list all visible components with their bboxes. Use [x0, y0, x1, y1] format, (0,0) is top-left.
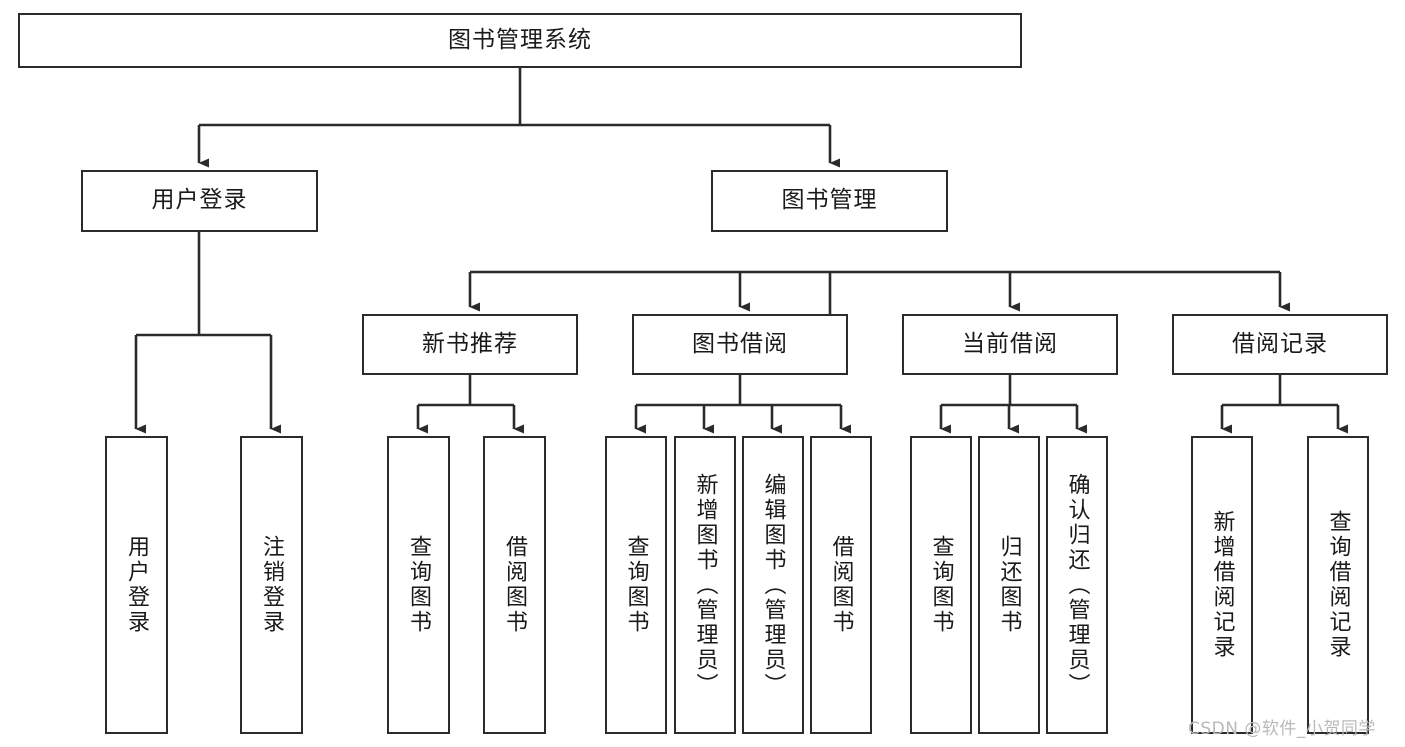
leaf-label: 借阅图书: [502, 535, 528, 635]
leaf-borrow-record-add[interactable]: 新增借阅记录: [1191, 436, 1253, 734]
leaf-book-borrow-add[interactable]: 新增图书（管理员）: [674, 436, 736, 734]
leaf-label: 查询借阅记录: [1325, 510, 1351, 660]
leaf-book-borrow-borrow[interactable]: 借阅图书: [810, 436, 872, 734]
node-book-manage-label: 图书管理: [781, 187, 878, 214]
node-book-manage[interactable]: 图书管理: [711, 170, 948, 232]
csdn-watermark: CSDN @软件_小贺同学: [1188, 719, 1376, 739]
node-new-book-recommend-label: 新书推荐: [422, 330, 518, 357]
leaf-label: 归还图书: [996, 535, 1022, 635]
leaf-current-borrow-confirm[interactable]: 确认归还（管理员）: [1046, 436, 1108, 734]
node-user-login-label: 用户登录: [151, 187, 248, 214]
leaf-user-login-logout[interactable]: 注销登录: [240, 436, 303, 734]
leaf-label: 新增借阅记录: [1209, 510, 1235, 660]
node-book-borrow[interactable]: 图书借阅: [632, 314, 848, 375]
leaf-label: 查询图书: [928, 535, 954, 635]
leaf-current-borrow-return[interactable]: 归还图书: [978, 436, 1040, 734]
leaf-borrow-record-query[interactable]: 查询借阅记录: [1307, 436, 1369, 734]
node-root[interactable]: 图书管理系统: [18, 13, 1022, 68]
leaf-label: 注销登录: [259, 535, 285, 635]
leaf-label: 借阅图书: [828, 535, 854, 635]
leaf-book-borrow-query[interactable]: 查询图书: [605, 436, 667, 734]
node-new-book-recommend[interactable]: 新书推荐: [362, 314, 578, 375]
leaf-new-book-borrow[interactable]: 借阅图书: [483, 436, 546, 734]
node-borrow-record[interactable]: 借阅记录: [1172, 314, 1388, 375]
node-user-login[interactable]: 用户登录: [81, 170, 318, 232]
leaf-user-login-login[interactable]: 用户登录: [105, 436, 168, 734]
node-current-borrow[interactable]: 当前借阅: [902, 314, 1118, 375]
leaf-label: 编辑图书（管理员）: [760, 472, 786, 698]
leaf-label: 新增图书（管理员）: [692, 472, 718, 698]
leaf-current-borrow-query[interactable]: 查询图书: [910, 436, 972, 734]
leaf-book-borrow-edit[interactable]: 编辑图书（管理员）: [742, 436, 804, 734]
leaf-label: 用户登录: [124, 535, 150, 635]
leaf-label: 查询图书: [623, 535, 649, 635]
node-borrow-record-label: 借阅记录: [1232, 330, 1328, 357]
node-book-borrow-label: 图书借阅: [692, 330, 788, 357]
leaf-new-book-query[interactable]: 查询图书: [387, 436, 450, 734]
leaf-label: 查询图书: [406, 535, 432, 635]
node-current-borrow-label: 当前借阅: [962, 330, 1058, 357]
leaf-label: 确认归还（管理员）: [1064, 472, 1090, 698]
node-root-label: 图书管理系统: [448, 26, 592, 53]
